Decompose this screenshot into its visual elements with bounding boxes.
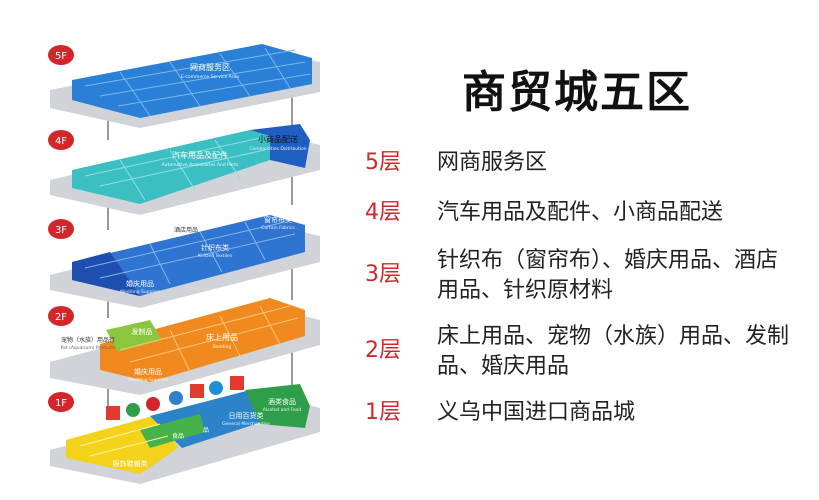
floor-4: 汽车用品及配件 Automotive Accessories And Parts… <box>50 124 320 215</box>
legend-floor-desc: 针织布（窗帘布）、婚庆用品、酒店用品、针织原材料 <box>437 248 779 303</box>
floor-4-distribution <box>250 124 310 168</box>
legend-row-3: 3层 针织布（窗帘布）、婚庆用品、酒店用品、针织原材料 <box>365 246 805 310</box>
zone-f2-pet-en: Pet (Aquarium) Products <box>61 345 116 351</box>
zone-f2-wedding: 婚庆用品 <box>134 367 162 376</box>
legend-floor-label: 5层 <box>365 150 401 175</box>
legend-floor-label: 1层 <box>365 400 401 425</box>
zone-f4-side-en: Commodities Distribution <box>249 146 306 152</box>
zone-f3-wedding-en: Wedding Supplies <box>120 289 161 295</box>
floor-1-green-zone <box>245 384 310 428</box>
legend-row-2: 2层 床上用品、宠物（水族）用品、发制品、婚庆用品 <box>365 322 805 386</box>
zone-f3-wedding: 婚庆用品 <box>126 279 154 288</box>
floor-2: 宠物（水族）用品行 Pet (Aquarium) Products 发制品 床上… <box>50 298 320 395</box>
svg-text:1F: 1F <box>55 398 67 409</box>
legend-floor-desc: 义乌中国进口商品城 <box>437 400 636 425</box>
legend-floor-label: 2层 <box>365 338 401 363</box>
restroom-icon <box>106 406 120 420</box>
zone-f1-daily: 日用百货类 <box>229 411 264 420</box>
zone-f1-clothes: 服饰鞋帽类 <box>113 459 148 468</box>
zone-f1-wine: 酒类食品 <box>268 397 296 406</box>
floor-badge-1f: 1F <box>48 392 74 412</box>
zone-f4-side: 小商品配送 <box>258 134 298 144</box>
svg-text:2F: 2F <box>55 312 67 323</box>
bank-icon <box>126 403 140 417</box>
page-title: 商贸城五区 <box>462 67 692 118</box>
floor-3-shops <box>72 215 305 296</box>
legend-floor-desc: 床上用品、宠物（水族）用品、发制品、婚庆用品 <box>437 324 790 379</box>
zone-f5-main: 网商服务区 <box>190 62 230 72</box>
legend-floor-desc: 网商服务区 <box>437 150 548 175</box>
svg-text:3F: 3F <box>55 225 67 236</box>
service-icon <box>169 391 183 405</box>
floor-3: 酒店用品 针织布类 Knitted Textiles 窗帘布类 Curtain … <box>50 215 320 308</box>
zone-f3-knit-en: Knitted Textiles <box>198 253 233 259</box>
floor-2-shops <box>100 298 305 382</box>
floor-badge-3f: 3F <box>48 219 74 239</box>
zone-f2-wedding-en: Wedding Supplies <box>128 377 169 383</box>
zone-f4-main-en: Automotive Accessories And Parts <box>162 162 239 168</box>
legend-row-5: 5层 网商服务区 <box>365 148 805 180</box>
floor-2-hair-block <box>106 320 162 352</box>
floor-5: 网商服务区 E-commerce Service Area <box>50 44 320 128</box>
floor-badges: 5F 4F 3F 2F 1F <box>48 45 74 412</box>
legend-row-4: 4层 汽车用品及配件、小商品配送 <box>365 198 805 230</box>
zone-f5-main-en: E-commerce Service Area <box>181 74 239 80</box>
zone-f3-curtain: 窗帘布类 <box>264 215 292 224</box>
zone-f1-food: 食品 <box>172 432 184 440</box>
legend-row-1: 1层 义乌中国进口商品城 <box>365 398 805 430</box>
zone-f3-curtain-en: Curtain Fabrics <box>261 225 295 231</box>
svg-text:5F: 5F <box>55 51 67 62</box>
facility-icons <box>106 376 244 420</box>
legend-floor-label: 4层 <box>365 200 401 225</box>
zone-f3-hotel: 酒店用品 <box>174 226 198 234</box>
floor-badge-4f: 4F <box>48 130 74 150</box>
legend-floor-desc: 汽车用品及配件、小商品配送 <box>437 200 724 225</box>
svg-text:4F: 4F <box>55 136 67 147</box>
floor-1: 日用百货类 General Merchandise 酒类食品 Alcohol a… <box>50 376 320 484</box>
floor-3-curtain-block <box>72 252 140 296</box>
info-icon <box>190 384 204 398</box>
zone-f2-bed-en: Bedding <box>213 344 232 350</box>
floor-badge-5f: 5F <box>48 45 74 65</box>
zone-f2-pet: 宠物（水族）用品行 <box>61 336 115 344</box>
floor-badge-2f: 2F <box>48 306 74 326</box>
floor-diagram: 网商服务区 E-commerce Service Area 汽车用品及配件 Au… <box>48 44 320 484</box>
legend-floor-label: 3层 <box>365 262 401 287</box>
exchange-icon <box>209 381 223 395</box>
atm-icon <box>146 397 160 411</box>
zone-f2-bed: 床上用品 <box>206 332 238 342</box>
zone-f1-daily-en: General Merchandise <box>222 421 270 427</box>
zone-f1-wine-en: Alcohol and Food <box>263 407 302 413</box>
zone-f1-service: 品 <box>203 427 209 434</box>
zone-f4-main: 汽车用品及配件 <box>172 150 228 160</box>
exit-icon <box>230 376 244 390</box>
zone-f2-hair: 发制品 <box>132 327 153 336</box>
zone-f3-knit: 针织布类 <box>201 243 229 252</box>
